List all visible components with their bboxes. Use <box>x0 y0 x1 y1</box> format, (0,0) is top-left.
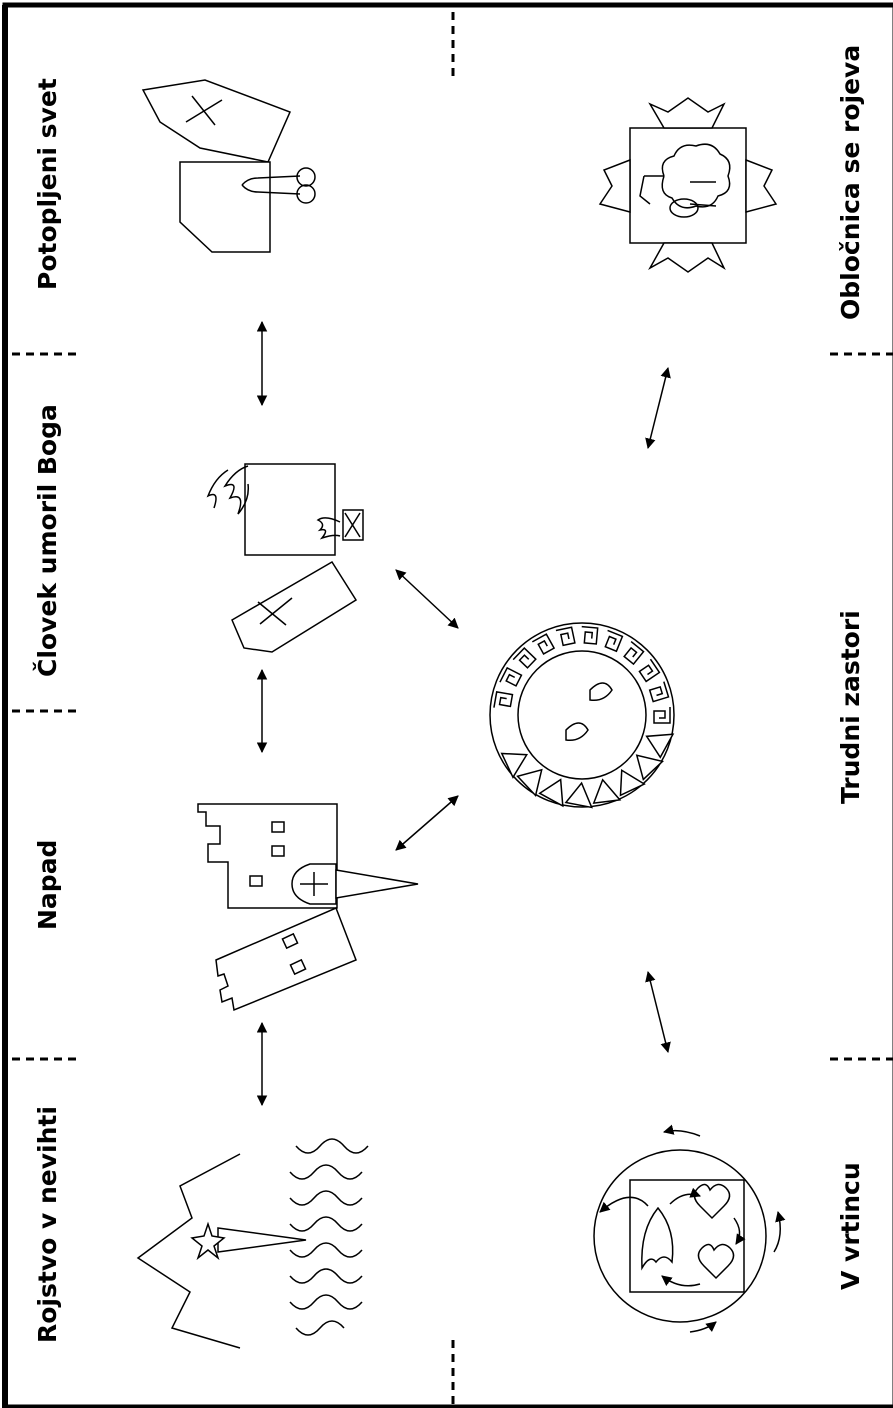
meander-tile <box>512 647 537 669</box>
meander-tile <box>555 626 576 647</box>
curtain-triangle <box>619 768 646 797</box>
label-napad: Napad <box>33 839 62 930</box>
lamb-crowns-icon <box>598 97 778 273</box>
curtain-triangle <box>564 781 593 809</box>
arrow-attack-curtains <box>395 795 459 851</box>
label-oblocnica-se-rojeva: Obločnica se rojeva <box>836 44 865 320</box>
curtain-triangle <box>592 778 622 805</box>
god-killed-icon <box>206 463 364 653</box>
label-potopljeni-svet: Potopljeni svet <box>33 78 62 290</box>
curtain-triangle <box>500 752 529 779</box>
meander-tile <box>581 625 599 645</box>
meander-tile <box>493 690 514 708</box>
curtain-triangle <box>516 768 543 798</box>
curtain-triangles <box>500 733 675 809</box>
meander-tile <box>499 666 523 687</box>
storm-birth-icon <box>136 1138 369 1349</box>
vortex-hearts-icon <box>593 1124 786 1333</box>
meander-tile <box>653 707 671 724</box>
sunken-world-icon <box>141 79 316 253</box>
dashed-separators <box>12 12 893 1408</box>
meander-tile <box>648 681 670 703</box>
curtain-triangle <box>645 733 675 759</box>
curtain-triangle <box>635 754 665 781</box>
arrow-curtains-vortex <box>645 970 671 1054</box>
meander-tile <box>604 629 624 653</box>
meander-tile <box>623 640 645 666</box>
label-trudni-zastori: Trudni zastori <box>836 610 865 804</box>
connector-arrows <box>256 320 671 1107</box>
curtain-triangle <box>538 778 564 808</box>
castle-attack-icon <box>197 803 419 1012</box>
meander-circle-icon <box>489 622 675 809</box>
meander-tile <box>531 633 556 655</box>
meander-band <box>493 625 671 724</box>
arrow-killing-curtains <box>395 569 459 629</box>
arrow-lamb-curtains <box>645 366 671 450</box>
label-rojstvo-v-nevihti: Rojstvo v nevihti <box>33 1106 62 1343</box>
meander-tile <box>638 658 661 683</box>
label-v-vrtincu: V vrtincu <box>836 1162 865 1290</box>
label-clovek-umoril-boga: Človek umoril Boga <box>33 404 62 677</box>
